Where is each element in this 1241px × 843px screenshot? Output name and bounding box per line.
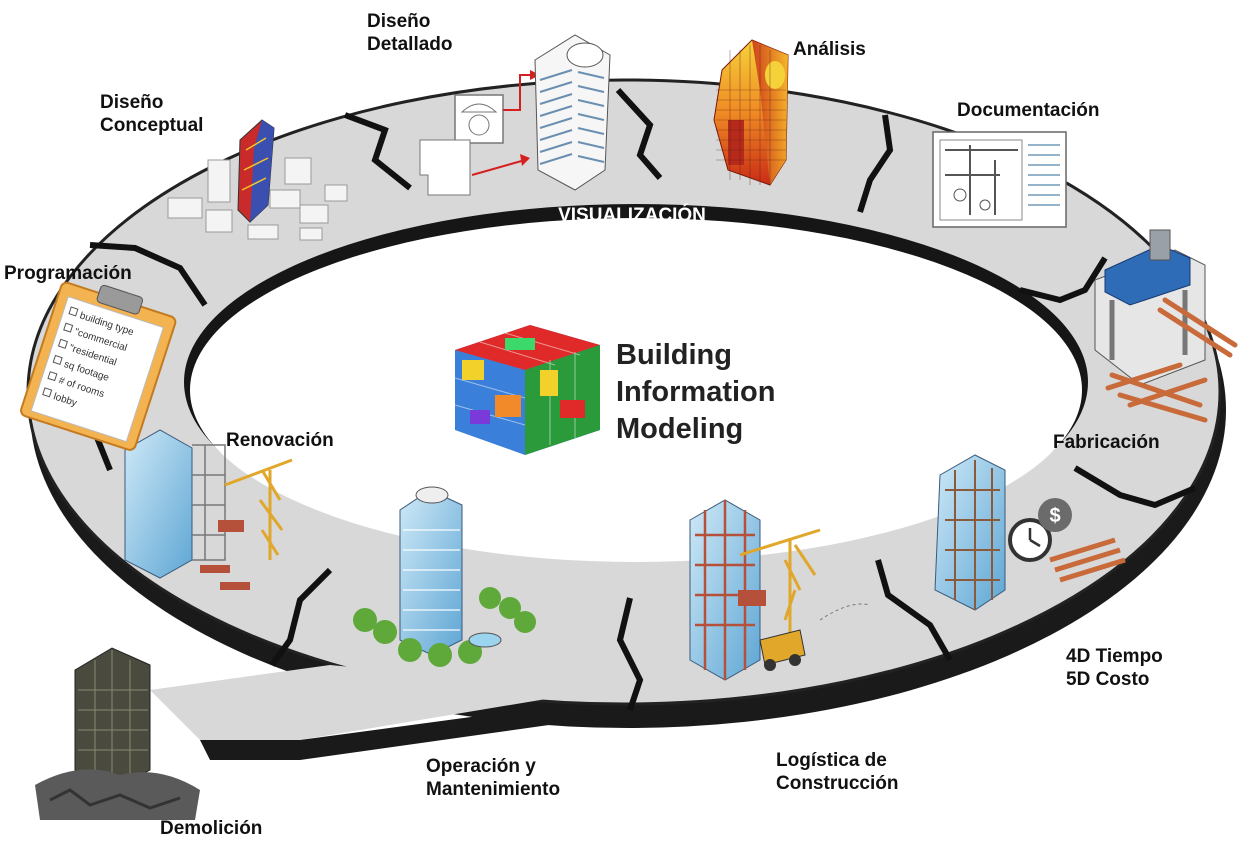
- label-line: Operación y: [426, 756, 536, 777]
- checkbox-icon: [47, 371, 58, 382]
- center-title-line-3: Modeling: [616, 413, 744, 445]
- label-line: Detallado: [367, 34, 453, 55]
- checkbox-icon: [63, 322, 74, 333]
- checkbox-icon: [42, 387, 53, 398]
- construction-crane-illustration: [689, 499, 871, 681]
- label-line: Análisis: [793, 39, 866, 60]
- label-line: 4D Tiempo: [1066, 646, 1163, 667]
- label-analisis: Análisis: [793, 38, 866, 61]
- label-logistica: Logística de Construcción: [776, 749, 898, 795]
- label-line: Renovación: [226, 430, 334, 451]
- center-title-line-1: Building: [616, 339, 732, 371]
- label-operacion: Operación y Mantenimiento: [426, 755, 560, 801]
- operation-building-illustration: [353, 486, 536, 667]
- label-line: Conceptual: [100, 115, 204, 136]
- label-line: Documentación: [957, 100, 1100, 121]
- label-line: Diseño: [100, 92, 164, 113]
- checkbox-icon: [68, 306, 79, 317]
- label-line: 5D Costo: [1066, 669, 1150, 690]
- checkbox-icon: [57, 338, 68, 349]
- label-fabricacion: Fabricación: [1053, 431, 1160, 454]
- analysis-heatmap-illustration: [713, 39, 789, 186]
- center-title-line-2: Information: [616, 376, 776, 408]
- dollar-icon: $: [1049, 505, 1060, 527]
- label-renovacion: Renovación: [226, 429, 334, 452]
- center-title: Building Information Modeling: [616, 337, 776, 448]
- label-line: Fabricación: [1053, 432, 1160, 453]
- checkbox-icon: [52, 354, 63, 366]
- label-demolicion: Demolición: [160, 817, 262, 840]
- bim-cube-icon: [454, 325, 600, 455]
- label-tiempo-costo: 4D Tiempo 5D Costo: [1066, 645, 1163, 691]
- label-line: Construcción: [776, 773, 899, 794]
- label-programacion: Programación: [4, 262, 132, 285]
- conceptual-massing-illustration: [167, 119, 348, 241]
- label-line: Mantenimiento: [426, 779, 561, 800]
- detailed-design-illustration: [419, 34, 611, 196]
- label-line: Logística de: [776, 750, 887, 771]
- ribbon-label: VISUALIZACIÓN: [558, 204, 706, 226]
- label-line: Demolición: [160, 818, 263, 839]
- renovation-crane-illustration: [124, 429, 293, 590]
- demolition-illustration: [35, 647, 200, 820]
- label-line: Programación: [4, 263, 132, 284]
- label-documentacion: Documentación: [957, 99, 1100, 122]
- fabrication-machine-illustration: [1094, 229, 1238, 423]
- label-line: Diseño: [367, 11, 431, 32]
- documentation-drawing-illustration: [932, 131, 1067, 228]
- time-cost-illustration: $: [934, 454, 1126, 611]
- label-diseno-detallado: Diseño Detallado: [367, 10, 453, 56]
- label-diseno-conceptual: Diseño Conceptual: [100, 91, 203, 137]
